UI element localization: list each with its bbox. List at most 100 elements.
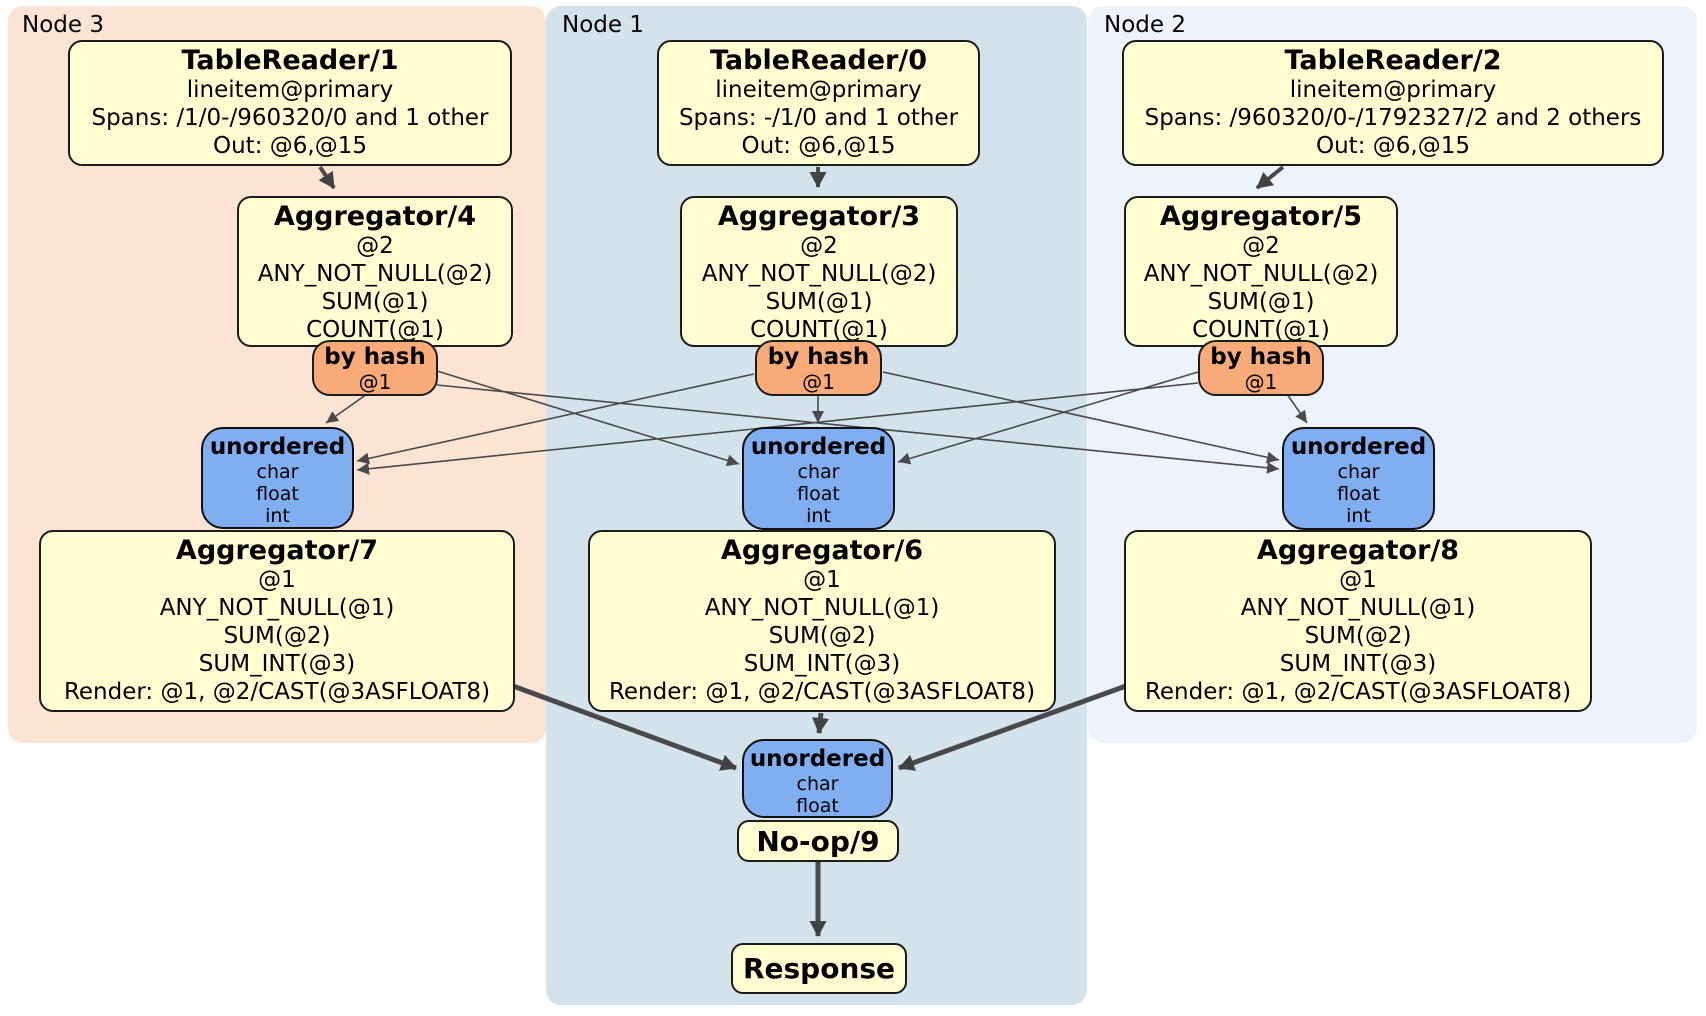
aggregator4-box: Aggregator/4 @2 ANY_NOT_NULL(@2) SUM(@1)… [237, 196, 513, 347]
aggregator4-title: Aggregator/4 [273, 201, 477, 232]
aggregator7-line: @1 [258, 567, 296, 593]
unordered-sync-node3: unordered char float int [201, 427, 354, 529]
sync-col: int [806, 505, 831, 527]
aggregator6-box: Aggregator/6 @1 ANY_NOT_NULL(@1) SUM(@2)… [588, 530, 1056, 712]
response-box: Response [731, 943, 907, 994]
node3-label: Node 3 [22, 12, 104, 38]
tablereader2-index: lineitem@primary [1289, 77, 1497, 103]
edge-tablereader2-to-aggregator5 [1255, 165, 1285, 190]
aggregator7-line: ANY_NOT_NULL(@1) [159, 595, 395, 621]
aggregator7-box: Aggregator/7 @1 ANY_NOT_NULL(@1) SUM(@2)… [39, 530, 515, 712]
tablereader0-spans: Spans: -/1/0 and 1 other [678, 105, 959, 131]
tablereader0-out: Out: @6,@15 [741, 133, 896, 159]
aggregator3-line: SUM(@1) [765, 289, 873, 315]
aggregator5-title: Aggregator/5 [1159, 201, 1363, 232]
aggregator3-line: @2 [800, 233, 838, 259]
sync-col: char [256, 461, 299, 483]
sync-col: char [1337, 461, 1380, 483]
sync-col: char [796, 773, 839, 795]
edge-hash1-to-sync3 [356, 373, 755, 465]
aggregator4-line: @2 [356, 233, 394, 259]
tablereader1-out: Out: @6,@15 [213, 133, 367, 159]
edge-aggregator7-to-final-sync [512, 683, 737, 771]
node1-label: Node 1 [562, 12, 644, 38]
edge-aggregator6-to-final-sync [812, 712, 829, 734]
tablereader0-title: TableReader/0 [710, 45, 927, 76]
tablereader1-spans: Spans: /1/0-/960320/0 and 1 other [91, 105, 489, 131]
aggregator8-line: Render: @1, @2/CAST(@3ASFLOAT8) [1144, 679, 1572, 705]
tablereader1-box: TableReader/1 lineitem@primary Spans: /1… [68, 40, 512, 166]
sync-title: unordered [750, 434, 887, 460]
edge-hash1-to-sync2 [882, 371, 1280, 464]
aggregator6-title: Aggregator/6 [720, 535, 924, 566]
aggregator3-box: Aggregator/3 @2 ANY_NOT_NULL(@2) SUM(@1)… [680, 196, 958, 347]
sync-col: int [265, 505, 290, 527]
response-title: Response [742, 952, 896, 985]
aggregator6-line: ANY_NOT_NULL(@1) [704, 595, 940, 621]
aggregator6-line: SUM_INT(@3) [743, 651, 901, 677]
aggregator5-line: COUNT(@1) [1192, 317, 1330, 343]
sync-col: int [1346, 505, 1371, 527]
sync-col: float [256, 483, 299, 505]
aggregator7-line: SUM_INT(@3) [198, 651, 356, 677]
edge-hash3-to-sync3 [325, 393, 368, 424]
aggregator4-line: COUNT(@1) [306, 317, 444, 343]
noop-title: No-op/9 [756, 824, 880, 858]
aggregator3-line: ANY_NOT_NULL(@2) [701, 261, 937, 287]
edge-hash3-to-sync1 [436, 370, 740, 467]
aggregator5-line: SUM(@1) [1207, 289, 1315, 315]
aggregator8-line: @1 [1339, 567, 1377, 593]
hash-router-title: by hash [1210, 344, 1312, 370]
aggregator3-title: Aggregator/3 [717, 201, 921, 232]
edge-aggregator8-to-final-sync [898, 683, 1127, 771]
edge-hash2-to-sync3 [356, 382, 1199, 475]
aggregator8-box: Aggregator/8 @1 ANY_NOT_NULL(@1) SUM(@2)… [1124, 530, 1592, 712]
sync-title: unordered [209, 434, 346, 460]
unordered-sync-node1: unordered char float int [742, 427, 895, 530]
sync-title: unordered [1290, 434, 1427, 460]
aggregator8-line: SUM(@2) [1304, 623, 1412, 649]
aggregator6-line: @1 [803, 567, 841, 593]
aggregator5-line: @2 [1242, 233, 1280, 259]
aggregator5-box: Aggregator/5 @2 ANY_NOT_NULL(@2) SUM(@1)… [1124, 196, 1398, 347]
hash-router-title: by hash [767, 344, 870, 370]
tablereader0-box: TableReader/0 lineitem@primary Spans: -/… [657, 40, 980, 166]
hash-router-key: @1 [802, 370, 835, 394]
hash-router-key: @1 [358, 370, 392, 394]
sync-col: char [797, 461, 840, 483]
hash-router-node3: by hash @1 [312, 340, 438, 396]
aggregator7-line: SUM(@2) [223, 623, 331, 649]
edge-hash2-to-sync2 [1286, 393, 1308, 424]
aggregator7-line: Render: @1, @2/CAST(@3ASFLOAT8) [63, 679, 491, 705]
sync-col: float [1337, 483, 1380, 505]
tablereader2-title: TableReader/2 [1284, 45, 1502, 76]
edge-tablereader1-to-aggregator4 [318, 165, 336, 190]
aggregator5-line: ANY_NOT_NULL(@2) [1143, 261, 1379, 287]
aggregator7-title: Aggregator/7 [175, 535, 379, 566]
aggregator4-line: SUM(@1) [321, 289, 429, 315]
hash-router-node1: by hash @1 [755, 340, 882, 396]
node2-label: Node 2 [1104, 12, 1186, 38]
tablereader0-index: lineitem@primary [715, 77, 922, 103]
hash-router-title: by hash [324, 344, 426, 370]
aggregator6-line: Render: @1, @2/CAST(@3ASFLOAT8) [608, 679, 1036, 705]
tablereader2-out: Out: @6,@15 [1316, 133, 1470, 159]
aggregator6-line: SUM(@2) [768, 623, 876, 649]
tablereader1-index: lineitem@primary [186, 77, 394, 103]
aggregator4-line: ANY_NOT_NULL(@2) [257, 261, 493, 287]
aggregator8-line: SUM_INT(@3) [1279, 651, 1437, 677]
sync-col: float [797, 483, 840, 505]
noop-box: No-op/9 [737, 820, 899, 862]
hash-router-node2: by hash @1 [1198, 340, 1324, 396]
sync-col: float [796, 795, 839, 817]
aggregator8-line: ANY_NOT_NULL(@1) [1240, 595, 1476, 621]
sync-title: unordered [749, 746, 886, 772]
unordered-sync-node2: unordered char float int [1282, 427, 1435, 530]
aggregator8-title: Aggregator/8 [1256, 535, 1460, 566]
edge-hash2-to-sync1 [897, 371, 1199, 465]
tablereader2-spans: Spans: /960320/0-/1792327/2 and 2 others [1144, 105, 1642, 131]
tablereader1-title: TableReader/1 [181, 45, 399, 76]
hash-router-key: @1 [1244, 370, 1278, 394]
tablereader2-box: TableReader/2 lineitem@primary Spans: /9… [1122, 40, 1664, 166]
